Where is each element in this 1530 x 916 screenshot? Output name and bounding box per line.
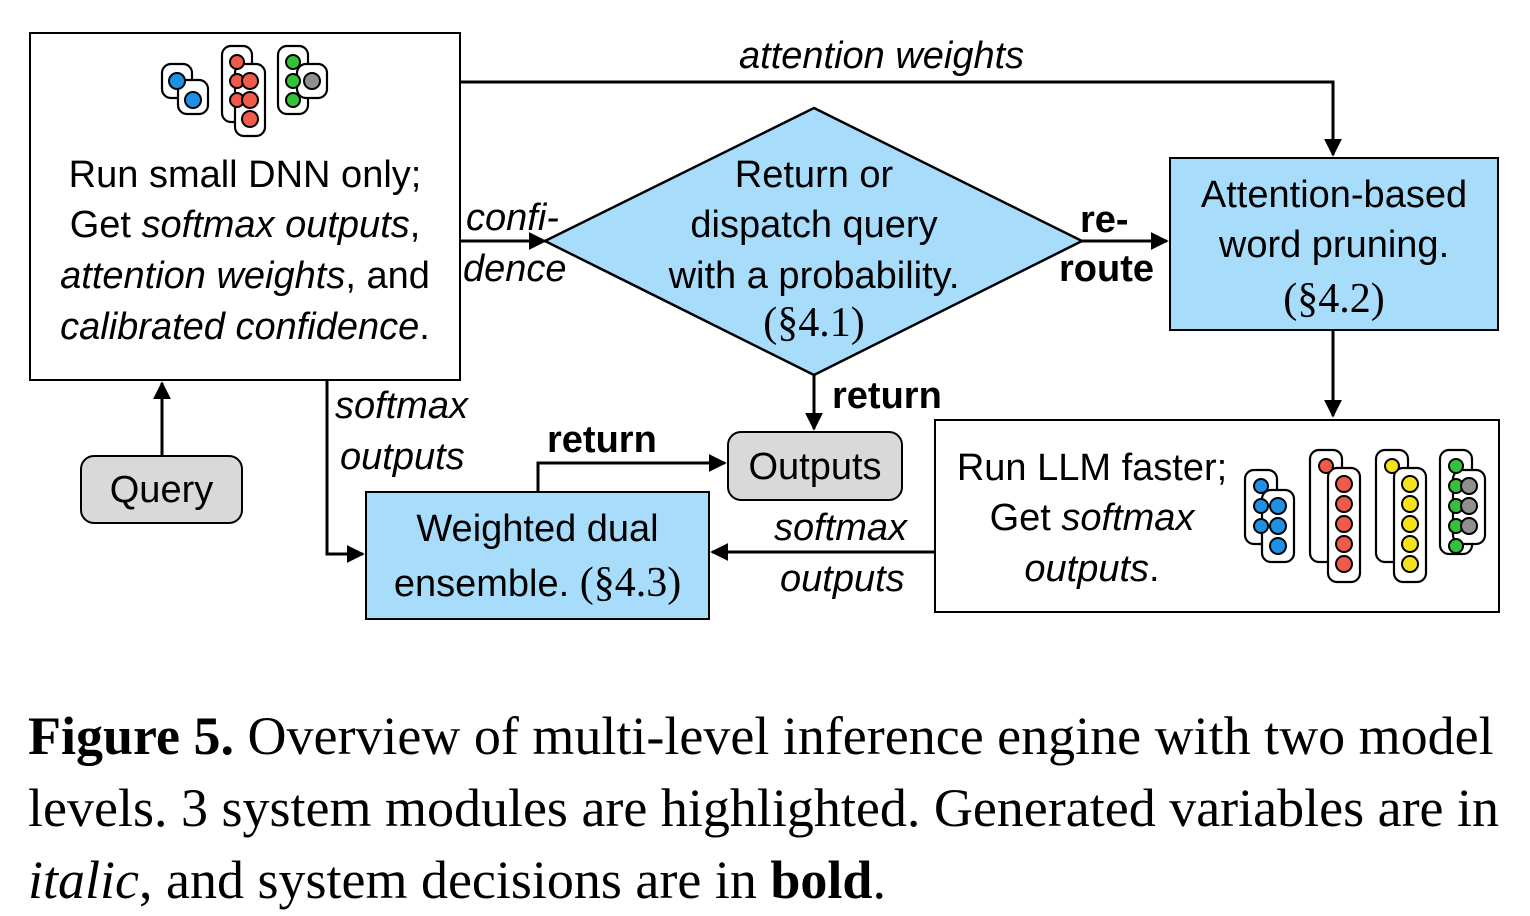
query-node	[80, 455, 243, 524]
query-label: Query	[109, 469, 214, 511]
label-softmax-left-1: softmax	[335, 385, 469, 427]
caption-bold: bold	[770, 850, 873, 910]
caption-text-3: .	[872, 850, 886, 910]
caption-text-1: Overview of multi-level inference engine…	[28, 706, 1500, 838]
pruning-ref: (§4.2)	[1283, 276, 1385, 322]
small-dnn-box	[29, 32, 461, 381]
figure-caption: Figure 5. Overview of multi-level infere…	[28, 700, 1508, 916]
label-return-ensemble: return	[547, 419, 657, 461]
pruning-line-2: word pruning.	[1218, 224, 1450, 266]
large-model-icon	[1243, 448, 1487, 584]
label-attention-weights: attention weights	[739, 35, 1025, 77]
label-softmax-right-2: outputs	[780, 558, 905, 600]
dnn-line-2: Get softmax outputs,	[69, 204, 421, 246]
caption-text-2: , and system decisions are in	[138, 850, 771, 910]
decision-line-1: Return or	[734, 154, 894, 196]
label-confidence-1: confi-	[466, 197, 559, 239]
outputs-label: Outputs	[748, 446, 882, 488]
llm-line-3: outputs.	[1024, 548, 1160, 590]
dual-ensemble-box	[365, 491, 710, 620]
caption-italic: italic	[28, 850, 139, 910]
dnn-line-1: Run small DNN only;	[68, 154, 422, 196]
llm-line-2: Get softmax	[989, 497, 1195, 539]
label-reroute-2: route	[1059, 248, 1154, 290]
caption-label: Figure 5.	[28, 706, 234, 766]
dnn-line-3: attention weights, and	[60, 255, 430, 297]
label-reroute-1: re-	[1080, 199, 1129, 241]
decision-line-3: with a probability.	[668, 255, 960, 297]
edge-softmax-left	[325, 381, 365, 563]
edge-attention-weights	[461, 80, 1342, 157]
outputs-node	[727, 431, 903, 501]
connector-layer	[153, 80, 1342, 563]
decision-line-2: dispatch query	[690, 204, 938, 246]
dnn-line-4: calibrated confidence.	[60, 306, 430, 348]
edge-return-ensemble	[536, 454, 727, 491]
ensemble-line-1: Weighted dual	[416, 508, 659, 550]
label-softmax-right-1: softmax	[774, 507, 908, 549]
llm-line-1: Run LLM faster;	[956, 447, 1228, 489]
label-return-decision: return	[832, 375, 942, 417]
label-confidence-2: dence	[463, 248, 567, 290]
decision-ref: (§4.1)	[763, 300, 865, 346]
llm-box	[934, 419, 1500, 613]
pruning-line-1: Attention-based	[1200, 174, 1468, 216]
word-pruning-box	[1169, 157, 1499, 331]
ensemble-line-2: ensemble. (§4.3)	[393, 560, 682, 606]
small-model-icon	[160, 44, 329, 138]
label-softmax-left-2: outputs	[340, 436, 465, 478]
decision-diamond	[542, 106, 1085, 377]
